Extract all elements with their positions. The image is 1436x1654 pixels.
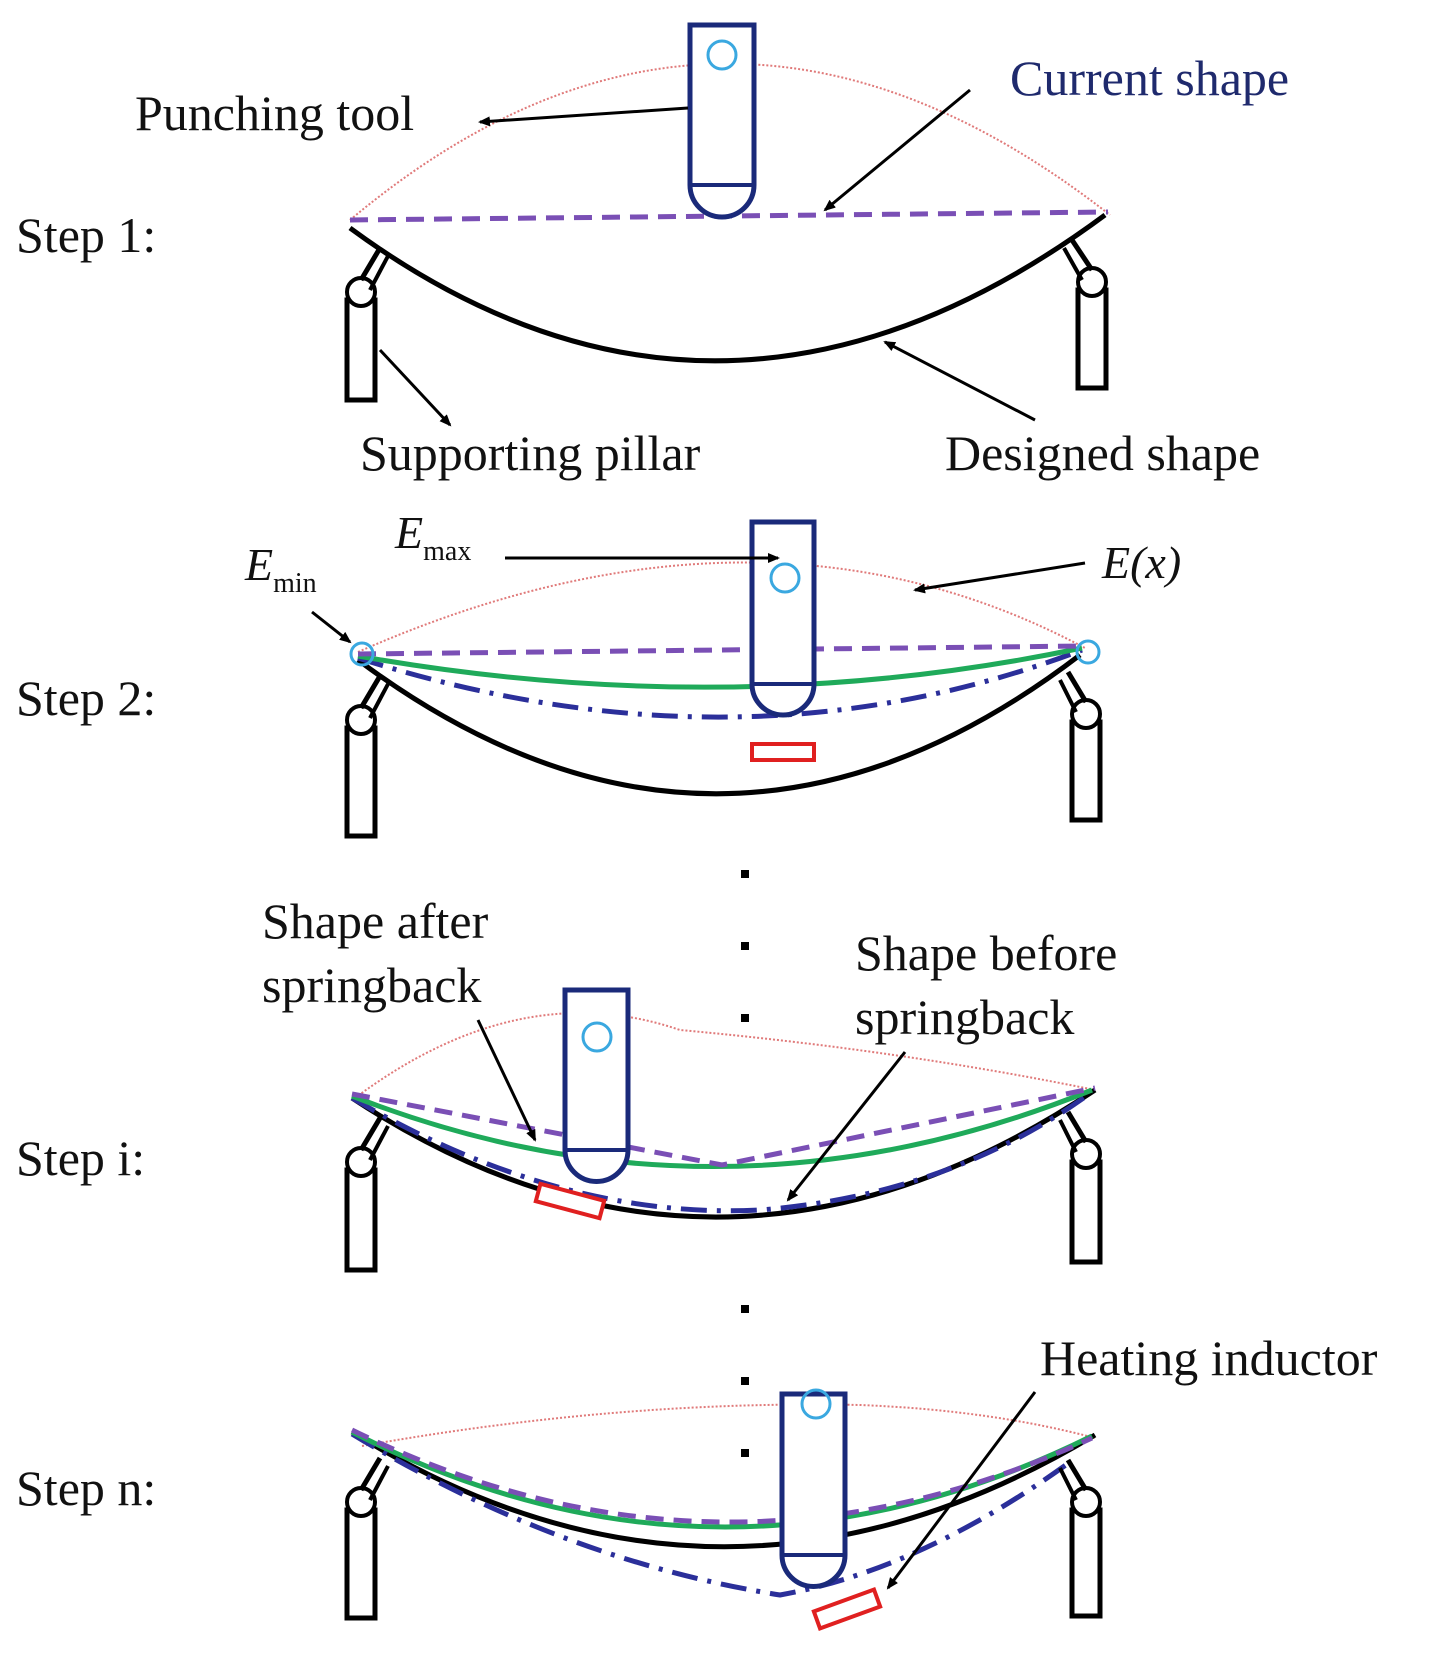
heating-inductor <box>533 1181 607 1221</box>
shape-before-springback-curve <box>350 1431 1072 1598</box>
shape-after-springback-label-line1: Shape after <box>262 893 489 949</box>
punching-tool <box>562 987 631 1184</box>
designed-shape-curve <box>350 1429 1097 1550</box>
supporting-pillar-left <box>344 1116 390 1273</box>
supporting-pillar-left <box>344 674 390 839</box>
punching-tool-label: Punching tool <box>135 85 414 141</box>
punching-tool-arrow <box>478 106 689 127</box>
step-1-panel: Step 1: Punching tool Curren <box>16 22 1289 481</box>
shape-before-springback-label-line1: Shape before <box>855 925 1117 981</box>
heating-inductor-label: Heating inductor <box>1040 1330 1378 1386</box>
step-i-label: Step i: <box>16 1130 145 1186</box>
designed-shape-arrow <box>883 340 1036 422</box>
heating-inductor <box>811 1587 883 1631</box>
svg-text:Emax: Emax <box>394 507 471 567</box>
heating-inductor-arrow <box>886 1391 1037 1590</box>
svg-text:Emin: Emin <box>244 539 317 599</box>
shape-before-springback-label-line2: springback <box>855 989 1074 1045</box>
step-i-panel: Step i: <box>16 893 1117 1273</box>
current-shape-curve <box>351 1085 1096 1168</box>
shape-after-springback-arrow <box>476 1019 537 1142</box>
energy-curve <box>357 561 1086 653</box>
supporting-pillar-right <box>1058 670 1103 823</box>
energy-curve <box>349 62 1111 221</box>
current-shape-label: Current shape <box>1010 50 1289 106</box>
supporting-pillar-left <box>344 1456 390 1621</box>
designed-shape-curve <box>356 653 1082 797</box>
step-2-panel: Step 2: <box>16 507 1181 839</box>
e-min-arrow <box>311 610 352 644</box>
punching-tool <box>687 22 757 220</box>
e-min-marker-left <box>349 641 375 667</box>
shape-before-springback-arrow <box>786 1051 907 1202</box>
e-x-arrow <box>913 561 1086 594</box>
heating-inductor <box>750 742 816 762</box>
supporting-pillar-label: Supporting pillar <box>360 425 701 481</box>
supporting-pillar-right <box>1058 1110 1103 1265</box>
step-n-label: Step n: <box>16 1460 156 1516</box>
continuation-dots <box>741 870 749 1022</box>
current-shape-curve <box>350 1427 1094 1525</box>
e-x-label: E(x) <box>1101 537 1181 588</box>
shape-after-springback-curve <box>357 645 1083 690</box>
designed-shape-curve <box>348 212 1107 364</box>
step-1-label: Step 1: <box>16 207 156 263</box>
current-shape-curve <box>357 643 1086 657</box>
shape-after-springback-label-line2: springback <box>262 957 481 1013</box>
tool-marker-circle <box>769 562 801 594</box>
e-min-marker-right <box>1075 639 1101 665</box>
supporting-pillar-arrow <box>378 348 452 427</box>
e-min-label: Emin <box>244 539 317 599</box>
supporting-pillar-right <box>1062 238 1109 391</box>
tool-marker-circle <box>581 1021 613 1053</box>
tool-marker-circle <box>800 1388 832 1420</box>
supporting-pillar-right <box>1058 1458 1103 1619</box>
shape-before-springback-curve <box>357 647 1083 720</box>
current-shape-arrow <box>823 88 971 212</box>
designed-shape-label: Designed shape <box>945 425 1260 481</box>
supporting-pillar-left <box>344 246 390 403</box>
energy-curve <box>361 1403 1096 1447</box>
punching-tool <box>779 1388 848 1589</box>
punching-tool <box>749 519 817 718</box>
step-n-panel: Step n: <box>16 1330 1378 1631</box>
e-max-label: Emax <box>394 507 471 567</box>
shape-before-springback-curve <box>350 1089 1094 1214</box>
continuation-dots <box>741 1305 749 1457</box>
tool-marker-circle <box>706 39 738 71</box>
step-2-label: Step 2: <box>16 670 156 726</box>
